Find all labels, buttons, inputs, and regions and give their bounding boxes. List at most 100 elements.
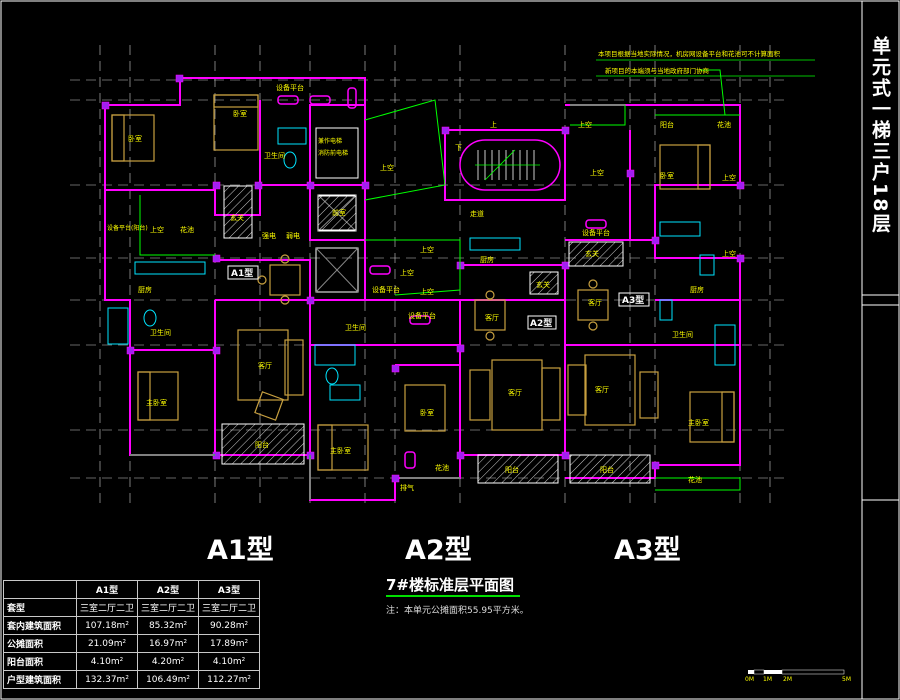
label-living-a3: 客厅 (595, 385, 609, 394)
label-void-a1: 上空 (150, 225, 164, 234)
table-row: 套内建筑面积 107.18m² 85.32m² 90.28m² (3, 616, 261, 635)
table-row-label: 套内建筑面积 (3, 616, 77, 635)
label-bedroom-a1: 卧室 (128, 134, 142, 143)
label-void-a3d: 上空 (722, 249, 736, 258)
axis-grid (70, 45, 790, 505)
area-table: A1型 A2型 A3型 套型 三室二厅二卫 三室二厅二卫 三室二厅二卫 套内建筑… (3, 580, 261, 689)
label-flower-a2: 花池 (435, 463, 449, 472)
label-kitchen-a1: 厨房 (138, 285, 152, 294)
label-equip-a2: 设备平台 (372, 285, 400, 294)
label-void-a2b: 上空 (400, 268, 414, 277)
label-weak: 弱电 (286, 231, 300, 240)
table-header-cell (3, 580, 77, 599)
table-row-label: 公摊面积 (3, 634, 77, 653)
label-bath-a2: 卫生间 (345, 323, 366, 332)
equipment-units (277, 87, 607, 469)
hatched-areas (221, 185, 651, 484)
label-void-a2: 上空 (420, 245, 434, 254)
label-exhaust: 排气 (400, 483, 414, 492)
table-cell: 三室二厅二卫 (198, 598, 261, 617)
label-entrance-a2: 玄关 (536, 280, 550, 289)
unit-type-label-a2: A2型 (405, 535, 472, 566)
tag-a1: A1型 (231, 267, 253, 279)
table-cell: 16.97m² (137, 634, 200, 653)
plan-note: 注：本单元公摊面积55.95平方米。 (386, 606, 529, 616)
label-bath-a1: 卫生间 (264, 151, 285, 160)
tag-a3: A3型 (622, 294, 644, 306)
table-row: 户型建筑面积 132.37m² 106.49m² 112.27m² (3, 670, 261, 689)
furniture (111, 94, 735, 471)
label-equip-balcony: 设备平台(阳台) (107, 224, 148, 232)
plan-title: 7#楼标准层平面图 (386, 576, 515, 594)
scale-bar: 0M 1M 2M 5M (745, 669, 851, 683)
sanitary-fixtures (107, 127, 736, 401)
table-cell: 85.32m² (137, 616, 200, 635)
label-void-a3b: 上空 (590, 168, 604, 177)
label-fire-lift: 兼作电梯 (318, 137, 342, 145)
design-note-line1: 本项目根据当地实际情况，机房网设备平台和花池可不计算面积 (598, 49, 781, 58)
table-cell: 107.18m² (75, 616, 139, 635)
stair-graphic (459, 139, 561, 191)
room-labels: 卧室 卧室 设备平台 卫生间 兼作电梯 消防前电梯 上空 花池 设备平台(阳台)… (107, 83, 736, 492)
label-balcony-a3top: 阳台 (660, 120, 674, 129)
unit-tags: A1型 A2型 A3型 (227, 265, 650, 330)
table-header-cell: A2型 (137, 580, 200, 599)
label-bedroom-a2: 卧室 (420, 408, 434, 417)
label-entrance-a1: 玄关 (230, 213, 244, 222)
label-flower-a3b: 花池 (688, 475, 702, 484)
table-cell: 三室二厅二卫 (75, 598, 139, 617)
design-note-line2: 新项目的本端须与当地政府部门协商 (605, 66, 710, 75)
table-row: 公摊面积 21.09m² 16.97m² 17.89m² (3, 634, 261, 653)
scale-label-5: 5M (842, 676, 851, 683)
label-balcony-a3: 阳台 (600, 465, 614, 474)
table-header-cell: A1型 (75, 580, 139, 599)
label-fire-lift-2: 消防前电梯 (318, 149, 348, 157)
scale-label-1: 1M (763, 676, 772, 683)
label-flower-a1: 花池 (180, 225, 194, 234)
label-equip-a3: 设备平台 (582, 228, 610, 237)
label-master-a1: 主卧室 (146, 398, 167, 407)
label-void-a3: 上空 (578, 120, 592, 129)
label-living-a1: 客厅 (258, 361, 272, 370)
table-row-label: 阳台面积 (3, 652, 77, 671)
drawing-side-title: 单元式一梯三户18层 (869, 36, 891, 235)
label-electric: 强电 (262, 231, 276, 240)
label-living-a2: 客厅 (508, 388, 522, 397)
label-equip-a1: 设备平台 (276, 83, 304, 92)
label-corridor: 走道 (470, 209, 484, 218)
label-bath-a3: 卫生间 (672, 330, 693, 339)
table-cell: 4.10m² (75, 652, 139, 671)
label-master-a3: 主卧室 (688, 418, 709, 427)
scale-label-2: 2M (783, 676, 792, 683)
label-equip-a2b: 设备平台 (408, 311, 436, 320)
label-void-a3c: 上空 (722, 173, 736, 182)
table-row: 套型 三室二厅二卫 三室二厅二卫 三室二厅二卫 (3, 598, 261, 617)
label-bath-a1b: 卫生间 (150, 328, 171, 337)
table-row: 阳台面积 4.10m² 4.20m² 4.10m² (3, 652, 261, 671)
table-cell: 17.89m² (198, 634, 261, 653)
table-cell: 106.49m² (137, 670, 200, 689)
table-cell: 90.28m² (198, 616, 261, 635)
label-dining-a2: 客厅 (485, 313, 499, 322)
structural-columns (101, 74, 745, 483)
label-flower-a3: 花池 (717, 120, 731, 129)
tag-a2: A2型 (530, 317, 552, 329)
label-balcony-a1: 阳台 (255, 440, 269, 449)
label-void-core: 上空 (380, 163, 394, 172)
plan-title-underline (386, 595, 520, 597)
scale-label-0: 0M (745, 676, 754, 683)
label-lift-room: 前室 (332, 208, 346, 217)
table-header-row: A1型 A2型 A3型 (3, 580, 261, 599)
label-balcony-a2: 阳台 (505, 465, 519, 474)
table-cell: 三室二厅二卫 (137, 598, 200, 617)
label-kitchen-a3: 厨房 (690, 285, 704, 294)
label-kitchen-a2: 厨房 (480, 255, 494, 264)
table-row-label: 户型建筑面积 (3, 670, 77, 689)
label-master-a2: 主卧室 (330, 446, 351, 455)
table-header-cell: A3型 (198, 580, 261, 599)
unit-type-label-a3: A3型 (614, 535, 681, 566)
label-bedroom-a1b: 卧室 (233, 109, 247, 118)
unit-type-label-a1: A1型 (207, 535, 274, 566)
label-dining-a3: 客厅 (588, 298, 602, 307)
